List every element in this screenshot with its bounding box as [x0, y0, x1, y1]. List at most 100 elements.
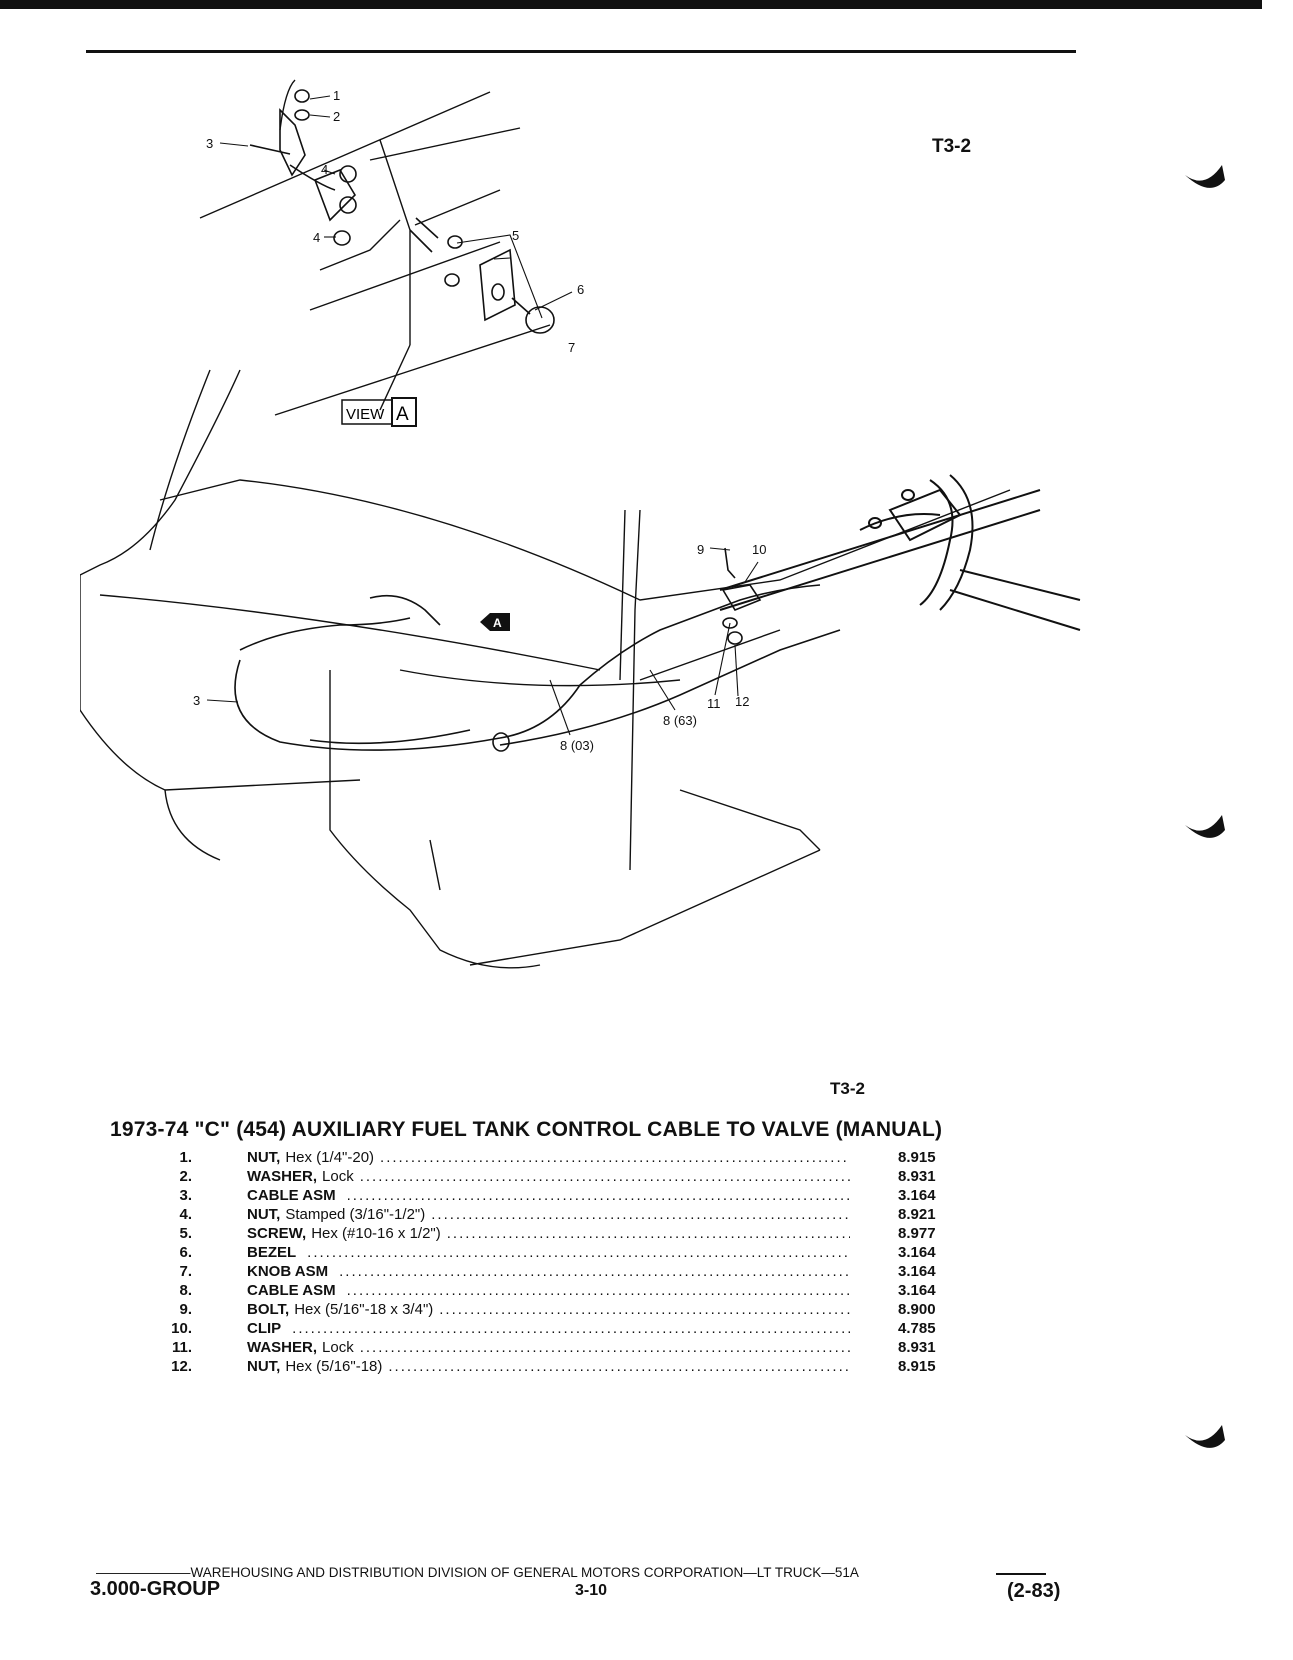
part-description: NUT,Hex (5/16"-18): [247, 1357, 850, 1376]
dot-leader: [339, 1262, 850, 1281]
cable-routing: [234, 584, 841, 752]
part-name: NUT,: [247, 1149, 281, 1166]
part-description: WASHER,Lock: [247, 1167, 850, 1186]
footer-group: 3.000-GROUP: [90, 1578, 221, 1600]
footer-date: (2-83): [1007, 1580, 1061, 1602]
callout-labels: 1 2 3 4 4 5 6 7 3 8 (03) 8 (63) 9 10 11 …: [193, 88, 766, 753]
svg-text:11: 11: [707, 696, 721, 711]
frame-and-lines: [719, 474, 1081, 631]
header-rule: [86, 50, 1076, 53]
part-description: NUT,Stamped (3/16"-1/2"): [247, 1205, 850, 1224]
view-a-label: VIEW A: [341, 397, 417, 427]
svg-text:6: 6: [577, 282, 584, 297]
part-group-number: 3.164: [898, 1187, 936, 1204]
footer-right-rule: [996, 1573, 1046, 1575]
part-name: CLIP: [247, 1320, 282, 1337]
dot-leader: [431, 1205, 850, 1224]
part-number: 11.: [171, 1339, 192, 1356]
dot-leader: [307, 1243, 850, 1262]
cab-body-outline: [80, 369, 1011, 969]
parts-list: 1.NUT,Hex (1/4"-20)8.9152.WASHER,Lock8.9…: [160, 1148, 960, 1376]
parts-diagram: VIEW A: [80, 79, 1081, 969]
part-number: 3.: [179, 1187, 192, 1204]
part-group-number: 8.915: [898, 1149, 936, 1166]
parts-row: 2.WASHER,Lock8.931: [160, 1167, 960, 1186]
part-group-number: 4.785: [898, 1320, 936, 1337]
dot-leader: [447, 1224, 850, 1243]
part-description: KNOB ASM: [247, 1262, 850, 1281]
svg-text:VIEW: VIEW: [346, 406, 385, 423]
part-description: CABLE ASM: [247, 1186, 850, 1205]
svg-text:A: A: [493, 616, 502, 630]
parts-row: 5.SCREW,Hex (#10-16 x 1/2")8.977: [160, 1224, 960, 1243]
part-description: BOLT,Hex (5/16"-18 x 3/4"): [247, 1300, 850, 1319]
part-description: CLIP: [247, 1319, 850, 1338]
parts-list-title: 1973-74 "C" (454) AUXILIARY FUEL TANK CO…: [110, 1118, 943, 1141]
svg-text:2: 2: [333, 109, 340, 124]
parts-row: 4. NUT,Stamped (3/16"-1/2") 8.921: [160, 1205, 960, 1224]
svg-text:3: 3: [193, 693, 200, 708]
clip-bolt-detail: [721, 547, 762, 645]
part-detail: Stamped (3/16"-1/2"): [285, 1206, 426, 1223]
binder-curl-mark: [1185, 165, 1225, 188]
parts-row: 1. NUT,Hex (1/4"-20) 8.915: [160, 1148, 960, 1167]
svg-text:5: 5: [512, 228, 519, 243]
top-border-rule: [0, 0, 1262, 9]
part-group-number: 3.164: [898, 1244, 936, 1261]
dot-leader: [360, 1167, 850, 1186]
part-name: BEZEL: [247, 1244, 297, 1261]
part-number: 10.: [171, 1320, 192, 1337]
parts-row: 11.WASHER,Lock8.931: [160, 1338, 960, 1357]
part-group-number: 8.977: [898, 1225, 936, 1242]
part-name: CABLE ASM: [247, 1187, 336, 1204]
parts-row: 9.BOLT,Hex (5/16"-18 x 3/4")8.900: [160, 1300, 960, 1319]
part-detail: Hex (#10-16 x 1/2"): [311, 1225, 441, 1242]
svg-text:8 (03): 8 (03): [560, 738, 594, 753]
part-group-number: 8.931: [898, 1339, 936, 1356]
dot-leader: [292, 1319, 850, 1338]
dot-leader: [347, 1281, 850, 1300]
parts-row: 6. BEZEL 3.164: [160, 1243, 960, 1262]
figure-code-top: T3-2: [932, 136, 972, 157]
part-name: CABLE ASM: [247, 1282, 336, 1299]
part-detail: Hex (5/16"-18 x 3/4"): [294, 1301, 434, 1318]
part-number: 6.: [179, 1244, 192, 1261]
footer-division-line: ———————WAREHOUSING AND DISTRIBUTION DIVI…: [96, 1565, 859, 1580]
svg-text:A: A: [396, 404, 409, 425]
parts-row: 10. CLIP 4.785: [160, 1319, 960, 1338]
leader-lines: [206, 95, 759, 736]
part-detail: Lock: [322, 1168, 354, 1185]
parts-row: 7.KNOB ASM3.164: [160, 1262, 960, 1281]
part-group-number: 8.900: [898, 1301, 936, 1318]
part-number: 1.: [179, 1149, 192, 1166]
view-a-panel-lines: [149, 79, 551, 551]
dot-leader: [388, 1357, 850, 1376]
part-detail: Hex (5/16"-18): [285, 1358, 383, 1375]
part-number: 4.: [179, 1206, 192, 1223]
svg-text:12: 12: [735, 694, 749, 709]
dot-leader: [347, 1186, 850, 1205]
part-group-number: 3.164: [898, 1282, 936, 1299]
part-number: 8.: [179, 1282, 192, 1299]
part-name: SCREW,: [247, 1225, 307, 1242]
part-description: NUT,Hex (1/4"-20): [247, 1148, 850, 1167]
part-name: NUT,: [247, 1206, 281, 1223]
binder-curl-mark: [1185, 1425, 1225, 1448]
part-name: BOLT,: [247, 1301, 290, 1318]
svg-text:8 (63): 8 (63): [663, 713, 697, 728]
part-name: WASHER,: [247, 1168, 318, 1185]
dot-leader: [380, 1148, 850, 1167]
bezel-and-knob: [409, 217, 555, 334]
part-number: 7.: [179, 1263, 192, 1280]
part-number: 2.: [179, 1168, 192, 1185]
part-name: NUT,: [247, 1358, 281, 1375]
figure-code-bottom: T3-2: [830, 1079, 865, 1098]
part-group-number: 8.921: [898, 1206, 936, 1223]
svg-text:10: 10: [752, 542, 766, 557]
dot-leader: [439, 1300, 850, 1319]
dot-leader: [360, 1338, 850, 1357]
part-name: WASHER,: [247, 1339, 318, 1356]
parts-row: 12.NUT,Hex (5/16"-18)8.915: [160, 1357, 960, 1376]
svg-text:7: 7: [568, 340, 575, 355]
part-description: SCREW,Hex (#10-16 x 1/2"): [247, 1224, 850, 1243]
